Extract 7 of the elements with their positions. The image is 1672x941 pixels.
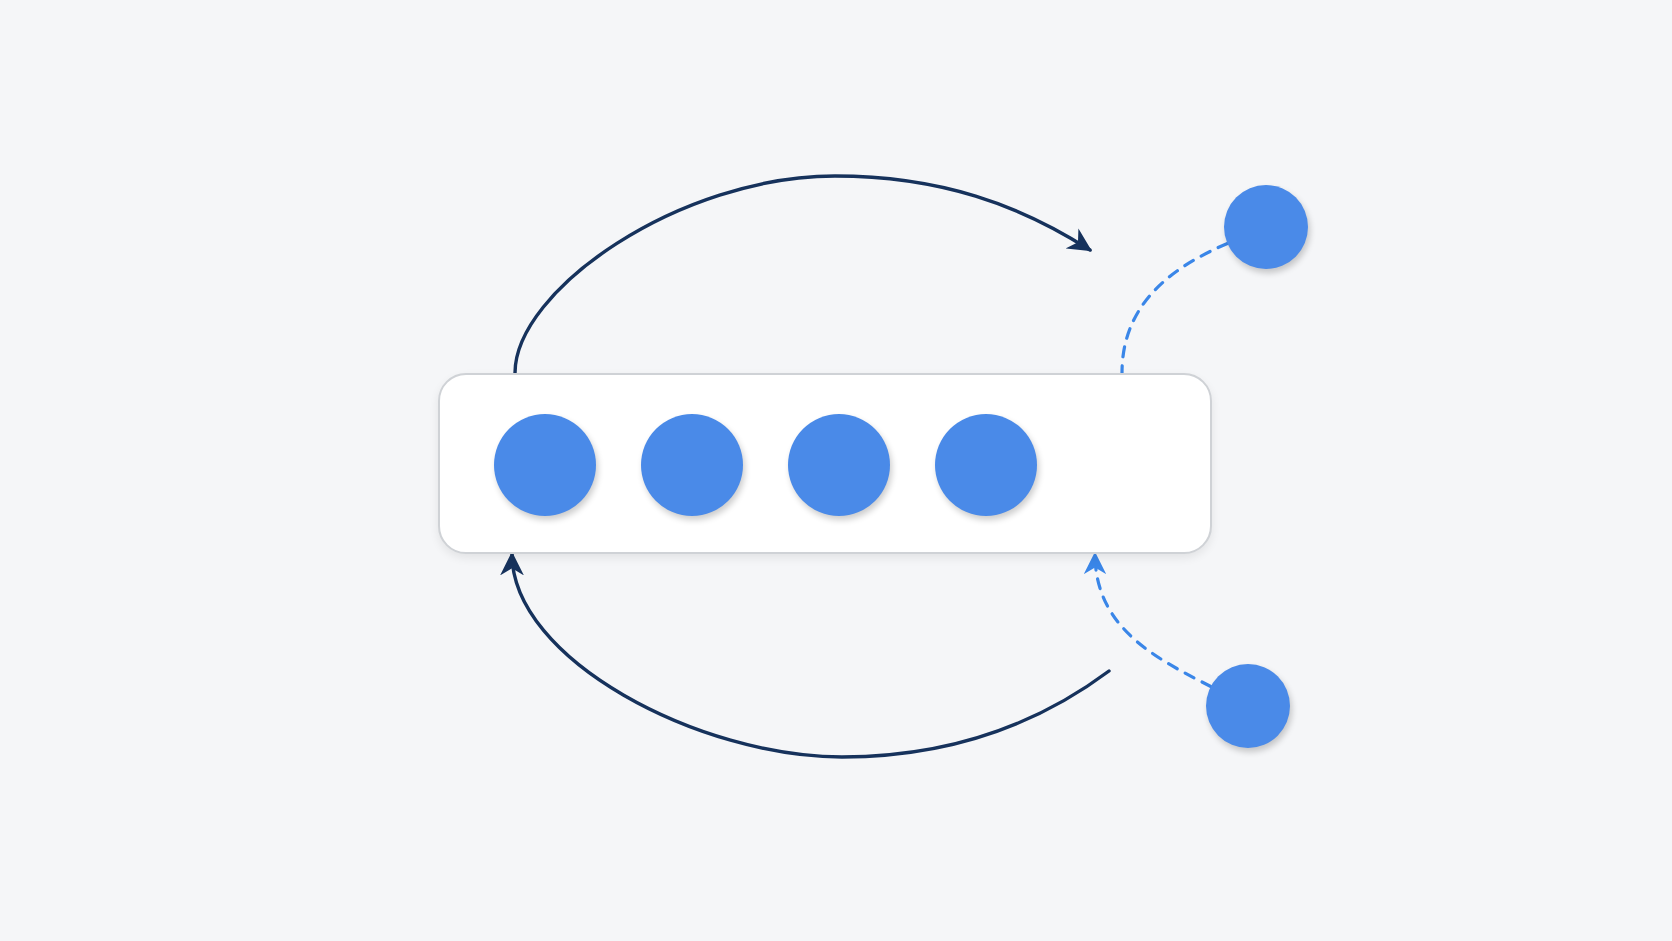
curved-arrow bbox=[513, 174, 1093, 375]
circle bbox=[1224, 185, 1308, 269]
dashed-line bbox=[1120, 241, 1229, 375]
circle bbox=[1206, 664, 1290, 748]
dashed-arrow bbox=[1085, 551, 1213, 689]
curved-arrow bbox=[503, 551, 1111, 759]
queue-box bbox=[438, 373, 1212, 554]
